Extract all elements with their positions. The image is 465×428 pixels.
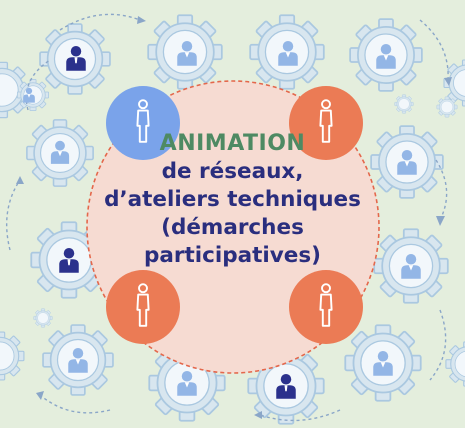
arrow-head-icon <box>254 411 262 419</box>
title-line-participatives: participatives) <box>143 243 322 268</box>
arrow-head-icon <box>436 216 445 226</box>
node-bottom-left <box>106 270 180 344</box>
central-title: ANIMATION de réseaux, d’ateliers techniq… <box>95 130 370 270</box>
title-animation: ANIMATION <box>159 131 306 156</box>
title-line-reseaux: de réseaux, <box>161 159 304 184</box>
curved-arrow-icon <box>435 159 448 221</box>
small-gear-icon <box>394 94 414 114</box>
gear-icon <box>0 331 25 381</box>
corner-nodes <box>106 86 363 344</box>
curved-arrow-icon <box>429 309 447 381</box>
gear-icon <box>249 14 325 90</box>
node-top-right <box>289 86 363 160</box>
curved-arrow-icon <box>5 179 21 251</box>
arrow-heads <box>16 16 452 419</box>
curved-arrow-icon <box>419 19 449 81</box>
node-top-left <box>106 86 180 160</box>
arrow-head-icon <box>16 176 24 184</box>
curved-arrows <box>5 13 449 422</box>
gear-icon <box>445 341 465 387</box>
title-line-demarches: (démarches <box>161 215 304 240</box>
curved-arrow-icon <box>259 409 341 422</box>
arrow-head-icon <box>444 77 452 86</box>
curved-arrow-icon <box>39 394 111 414</box>
small-gear-icon <box>33 308 53 328</box>
arrow-head-icon <box>137 16 146 24</box>
arrow-head-icon <box>36 391 44 400</box>
curved-arrow-icon <box>59 13 141 31</box>
gear-icon <box>147 14 223 90</box>
title-line-ateliers: d’ateliers techniques <box>104 187 361 212</box>
small-gear-icon <box>436 96 458 118</box>
node-bottom-right <box>289 270 363 344</box>
gear-icon <box>349 18 423 92</box>
